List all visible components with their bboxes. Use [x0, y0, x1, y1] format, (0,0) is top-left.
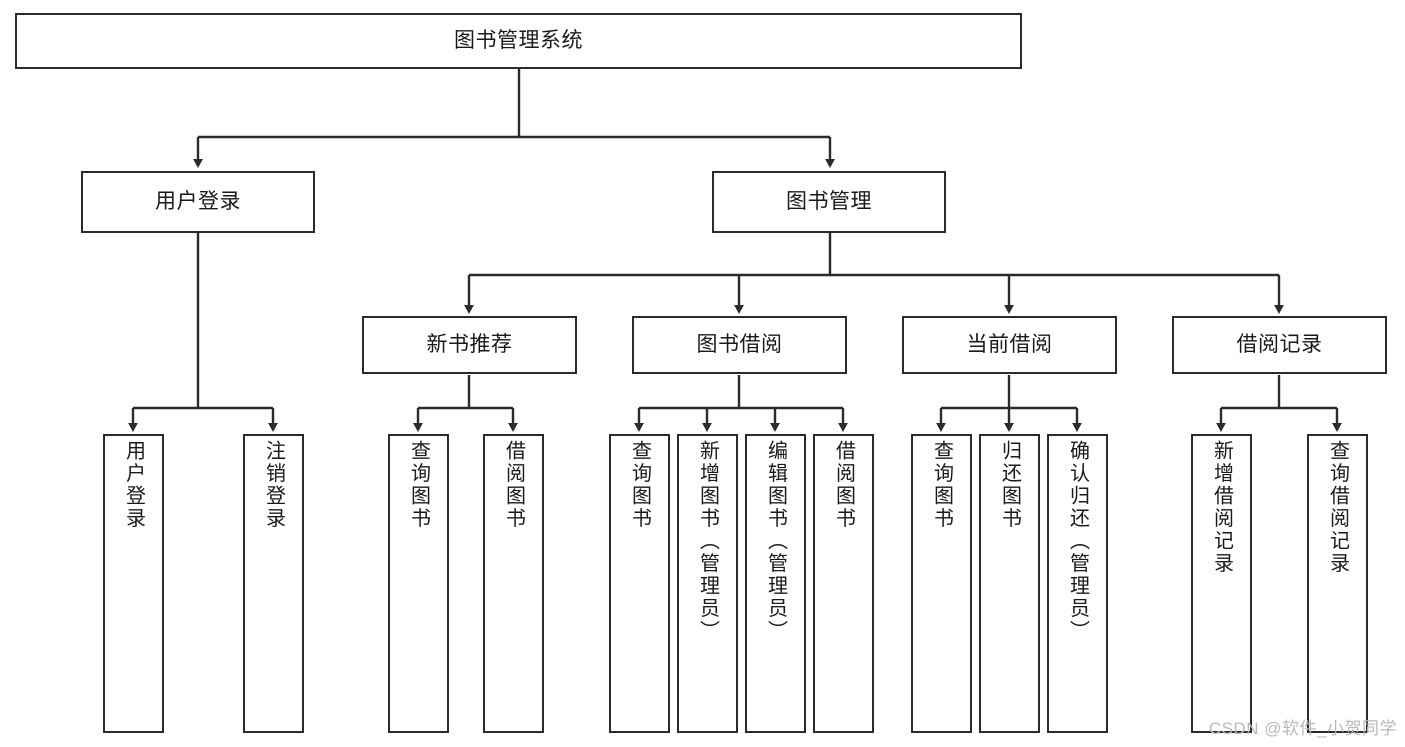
- node-label: 查询图书: [407, 440, 430, 530]
- node-label: 借阅记录: [1236, 332, 1323, 356]
- node-label: 图书管理: [786, 189, 872, 213]
- leaf-borrow-books[interactable]: 借阅图书: [813, 434, 874, 733]
- node-label: 注销登录: [262, 440, 285, 530]
- node-new-book-recommendation[interactable]: 新书推荐: [362, 316, 577, 374]
- leaf-confirm-return-admin[interactable]: 确认归还（管理员）: [1047, 434, 1108, 733]
- node-root-book-management-system[interactable]: 图书管理系统: [15, 13, 1022, 69]
- node-label: 新增图书（管理员）: [696, 440, 719, 643]
- leaf-query-books-borrowing[interactable]: 查询图书: [609, 434, 670, 733]
- node-label: 用户登录: [155, 189, 241, 213]
- leaf-add-borrowing-record[interactable]: 新增借阅记录: [1191, 434, 1252, 733]
- leaf-query-books-current[interactable]: 查询图书: [911, 434, 972, 733]
- node-label: 图书管理系统: [454, 28, 583, 52]
- leaf-logout[interactable]: 注销登录: [243, 434, 304, 733]
- leaf-add-book-admin[interactable]: 新增图书（管理员）: [677, 434, 738, 733]
- node-label: 借阅图书: [502, 440, 525, 530]
- leaf-user-login[interactable]: 用户登录: [103, 434, 164, 733]
- node-label: 确认归还（管理员）: [1066, 440, 1089, 643]
- node-label: 编辑图书（管理员）: [764, 440, 787, 643]
- leaf-edit-book-admin[interactable]: 编辑图书（管理员）: [745, 434, 806, 733]
- node-label: 图书借阅: [696, 332, 783, 356]
- leaf-query-books-recommendation[interactable]: 查询图书: [388, 434, 449, 733]
- node-user-login[interactable]: 用户登录: [81, 171, 315, 233]
- node-label: 查询图书: [930, 440, 953, 530]
- node-label: 借阅图书: [832, 440, 855, 530]
- leaf-query-borrowing-record[interactable]: 查询借阅记录: [1307, 434, 1368, 733]
- node-current-borrowing[interactable]: 当前借阅: [902, 316, 1117, 374]
- leaf-return-books[interactable]: 归还图书: [979, 434, 1040, 733]
- leaf-borrow-books-recommendation[interactable]: 借阅图书: [483, 434, 544, 733]
- watermark-text: CSDN @软件_小贺同学: [1208, 719, 1397, 738]
- node-label: 归还图书: [998, 440, 1021, 530]
- node-label: 用户登录: [122, 440, 145, 530]
- node-label: 查询借阅记录: [1326, 440, 1349, 575]
- node-book-borrowing[interactable]: 图书借阅: [632, 316, 847, 374]
- node-label: 当前借阅: [966, 332, 1053, 356]
- node-borrowing-records[interactable]: 借阅记录: [1172, 316, 1387, 374]
- node-book-management[interactable]: 图书管理: [712, 171, 946, 233]
- node-label: 查询图书: [628, 440, 651, 530]
- node-label: 新增借阅记录: [1210, 440, 1233, 575]
- node-label: 新书推荐: [426, 332, 513, 356]
